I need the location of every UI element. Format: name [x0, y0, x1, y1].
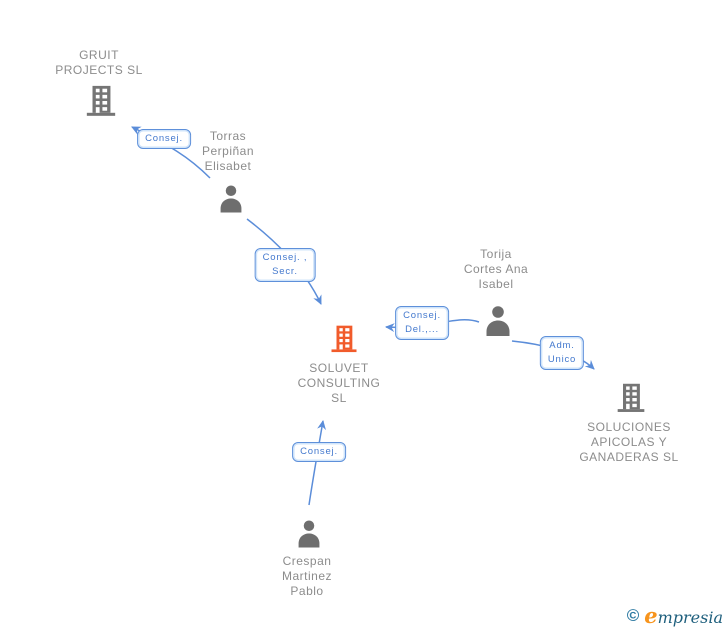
person-icon[interactable]	[482, 304, 514, 336]
company-name-gruit-projects-sl[interactable]: GRUIT PROJECTS SL	[55, 48, 143, 77]
edge-label-consej-del: Consej. Del.,...	[395, 306, 449, 340]
edge-crespan-to-soluvet	[308, 420, 326, 506]
person-name-torras-perpinan-elisabet[interactable]: Torras Perpiñan Elisabet	[201, 129, 255, 173]
company-building-icon-highlighted[interactable]	[329, 324, 359, 354]
company-building-icon[interactable]	[84, 84, 118, 118]
edge-label-consej: Consej.	[137, 129, 191, 149]
empresia-logo[interactable]: ©empresia	[627, 601, 723, 629]
person-name-torija-cortes-ana-isabel[interactable]: Torija Cortes Ana Isabel	[463, 247, 529, 291]
company-building-icon[interactable]	[615, 382, 647, 414]
person-icon[interactable]	[217, 184, 246, 213]
copyright-icon: ©	[626, 605, 640, 625]
person-name-crespan-martinez-pablo[interactable]: Crespan Martinez Pablo	[281, 554, 332, 598]
company-name-soluciones-apicolas-y-ganaderas-sl[interactable]: SOLUCIONES APICOLAS Y GANADERAS SL	[579, 420, 679, 464]
edge-label-consej-secr: Consej. , Secr.	[254, 248, 316, 282]
empresia-wordmark: empresia	[644, 602, 723, 628]
edge-label-consej-2: Consej.	[292, 442, 346, 462]
company-name-soluvet-consulting-sl[interactable]: SOLUVET CONSULTING SL	[297, 361, 381, 405]
edge-label-adm-unico: Adm. Unico	[539, 336, 585, 370]
person-icon[interactable]	[295, 519, 324, 548]
